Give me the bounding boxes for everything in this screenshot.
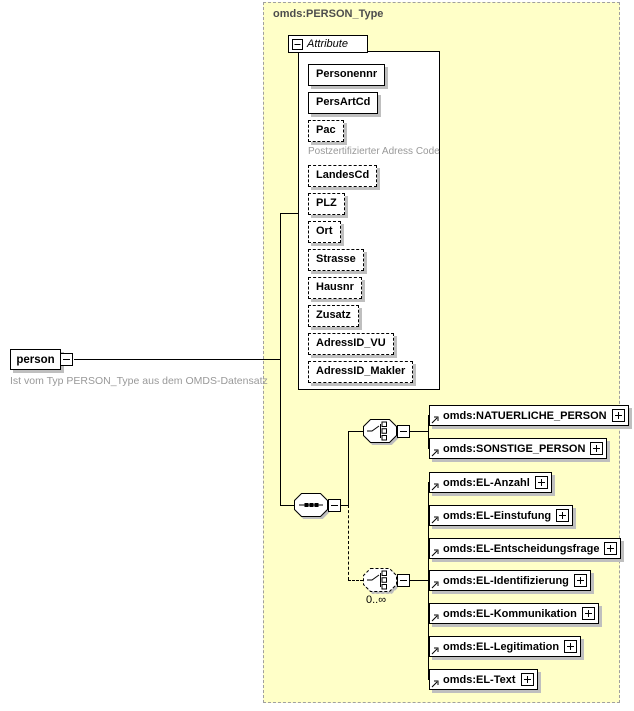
connector-line bbox=[348, 431, 349, 505]
connector-line bbox=[280, 505, 294, 506]
expand-icon[interactable] bbox=[556, 509, 570, 522]
element-label: omds:EL-Identifizierung bbox=[443, 574, 569, 587]
connector-line bbox=[74, 359, 280, 360]
expand-icon[interactable] bbox=[581, 607, 595, 620]
attribute-personennr[interactable]: Personennr bbox=[308, 64, 386, 86]
connector-line bbox=[428, 415, 429, 449]
connector-line bbox=[410, 580, 429, 581]
element-label: omds:EL-Einstufung bbox=[443, 509, 552, 522]
expand-icon[interactable] bbox=[590, 442, 604, 455]
choice-icon[interactable] bbox=[363, 419, 397, 443]
reference-arrow-icon bbox=[431, 416, 439, 424]
collapse-icon[interactable] bbox=[292, 38, 303, 50]
element-el-identifizierung[interactable]: omds:EL-Identifizierung bbox=[429, 570, 591, 591]
connector-line bbox=[428, 482, 429, 680]
attribute-adressid-vu[interactable]: AdressID_VU bbox=[308, 333, 394, 355]
connector-line bbox=[341, 505, 349, 506]
connector-line bbox=[348, 431, 363, 432]
element-el-einstufung[interactable]: omds:EL-Einstufung bbox=[429, 505, 574, 526]
attribute-persartcd[interactable]: PersArtCd bbox=[308, 92, 379, 114]
occurrence-label: 0..∞ bbox=[366, 594, 387, 606]
choice-icon[interactable] bbox=[363, 568, 397, 592]
attribute-plz[interactable]: PLZ bbox=[308, 193, 345, 215]
attribute-strasse[interactable]: Strasse bbox=[308, 249, 364, 271]
connector-line bbox=[348, 580, 363, 581]
root-element-person[interactable]: person bbox=[10, 349, 61, 370]
reference-arrow-icon bbox=[431, 581, 439, 589]
element-label: omds:EL-Legitimation bbox=[443, 640, 560, 653]
element-sonstige-person[interactable]: omds:SONSTIGE_PERSON bbox=[429, 438, 608, 459]
attribute-hausnr[interactable]: Hausnr bbox=[308, 277, 362, 299]
collapse-icon[interactable] bbox=[397, 574, 410, 587]
connector-line bbox=[280, 213, 298, 214]
attributes-tab[interactable]: Attribute bbox=[288, 35, 368, 53]
attribute-adressid-makler[interactable]: AdressID_Makler bbox=[308, 361, 414, 383]
connector-line bbox=[348, 505, 349, 580]
collapse-icon[interactable] bbox=[60, 353, 73, 366]
expand-icon[interactable] bbox=[520, 673, 534, 686]
attributes-tab-label: Attribute bbox=[307, 38, 348, 50]
element-label: omds:EL-Kommunikation bbox=[443, 607, 577, 620]
reference-arrow-icon bbox=[431, 449, 439, 457]
reference-arrow-icon bbox=[431, 680, 439, 688]
connector-line bbox=[280, 213, 281, 506]
reference-arrow-icon bbox=[431, 614, 439, 622]
element-el-entscheidungsfrage[interactable]: omds:EL-Entscheidungsfrage bbox=[429, 538, 622, 559]
expand-icon[interactable] bbox=[604, 542, 618, 555]
collapse-icon[interactable] bbox=[397, 425, 410, 438]
expand-icon[interactable] bbox=[573, 574, 587, 587]
element-label: omds:NATUERLICHE_PERSON bbox=[443, 409, 607, 422]
element-label: omds:EL-Anzahl bbox=[443, 476, 530, 489]
element-el-anzahl[interactable]: omds:EL-Anzahl bbox=[429, 472, 552, 493]
expand-icon[interactable] bbox=[564, 640, 578, 653]
attribute-zusatz[interactable]: Zusatz bbox=[308, 305, 359, 327]
element-el-legitimation[interactable]: omds:EL-Legitimation bbox=[429, 636, 582, 657]
attribute-pac-annotation: Postzertifizierter Adress Code bbox=[308, 146, 440, 157]
root-element-label: person bbox=[16, 353, 55, 366]
element-el-kommunikation[interactable]: omds:EL-Kommunikation bbox=[429, 603, 599, 624]
expand-icon[interactable] bbox=[534, 476, 548, 489]
root-element-annotation: Ist vom Typ PERSON_Type aus dem OMDS-Dat… bbox=[10, 375, 268, 387]
element-label: omds:EL-Entscheidungsfrage bbox=[443, 542, 600, 555]
attribute-pac[interactable]: Pac bbox=[308, 120, 344, 142]
collapse-icon[interactable] bbox=[328, 499, 341, 512]
element-label: omds:EL-Text bbox=[443, 673, 516, 686]
expand-icon[interactable] bbox=[611, 409, 625, 422]
element-label: omds:SONSTIGE_PERSON bbox=[443, 442, 586, 455]
attribute-ort[interactable]: Ort bbox=[308, 221, 341, 243]
reference-arrow-icon bbox=[431, 549, 439, 557]
connector-line bbox=[410, 431, 429, 432]
reference-arrow-icon bbox=[431, 516, 439, 524]
reference-arrow-icon bbox=[431, 647, 439, 655]
complex-type-title: omds:PERSON_Type bbox=[273, 8, 384, 20]
element-natuerliche-person[interactable]: omds:NATUERLICHE_PERSON bbox=[429, 405, 629, 426]
attribute-landescd[interactable]: LandesCd bbox=[308, 165, 378, 187]
reference-arrow-icon bbox=[431, 483, 439, 491]
element-el-text[interactable]: omds:EL-Text bbox=[429, 669, 538, 690]
sequence-icon[interactable] bbox=[294, 493, 328, 517]
